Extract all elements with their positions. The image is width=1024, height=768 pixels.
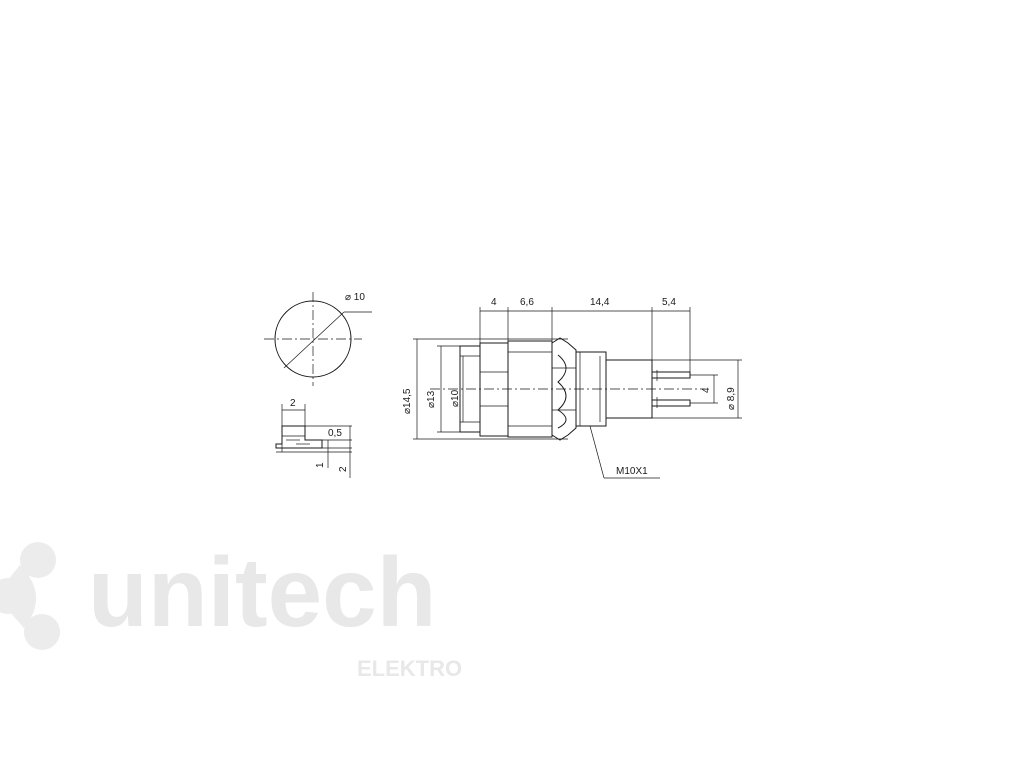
- watermark-logo: unitech ELEKTRO: [0, 537, 462, 681]
- dim-len-5-4: 5,4: [662, 297, 676, 308]
- dim-len-14-4: 14,4: [590, 297, 610, 308]
- dim-thread: M10X1: [616, 466, 648, 477]
- dim-dia-13: ⌀13: [426, 390, 437, 408]
- side-view: ⌀14,5 ⌀13 ⌀10 4 6: [402, 297, 742, 479]
- dim-profile-h2: 2: [338, 466, 349, 472]
- dim-len-4: 4: [491, 297, 497, 308]
- brand-mark-icon: [0, 542, 60, 650]
- pin-profile-view: 2 0,5 1 2: [275, 398, 352, 478]
- top-view: ⌀ 10: [264, 292, 372, 386]
- dim-pin-spacing: 4: [701, 387, 712, 393]
- dim-len-6-6: 6,6: [520, 297, 534, 308]
- dim-dia-10: ⌀10: [450, 389, 461, 407]
- watermark-brand: unitech: [88, 537, 436, 647]
- dim-top-diameter: ⌀ 10: [345, 292, 365, 303]
- watermark-sub: ELEKTRO: [357, 656, 462, 681]
- dim-dia-14-5: ⌀14,5: [402, 388, 413, 414]
- dim-profile-h1: 1: [315, 462, 326, 468]
- dim-profile-step: 0,5: [328, 428, 342, 439]
- dim-dia-8-9: ⌀ 8,9: [726, 387, 737, 410]
- dim-profile-width: 2: [290, 398, 296, 409]
